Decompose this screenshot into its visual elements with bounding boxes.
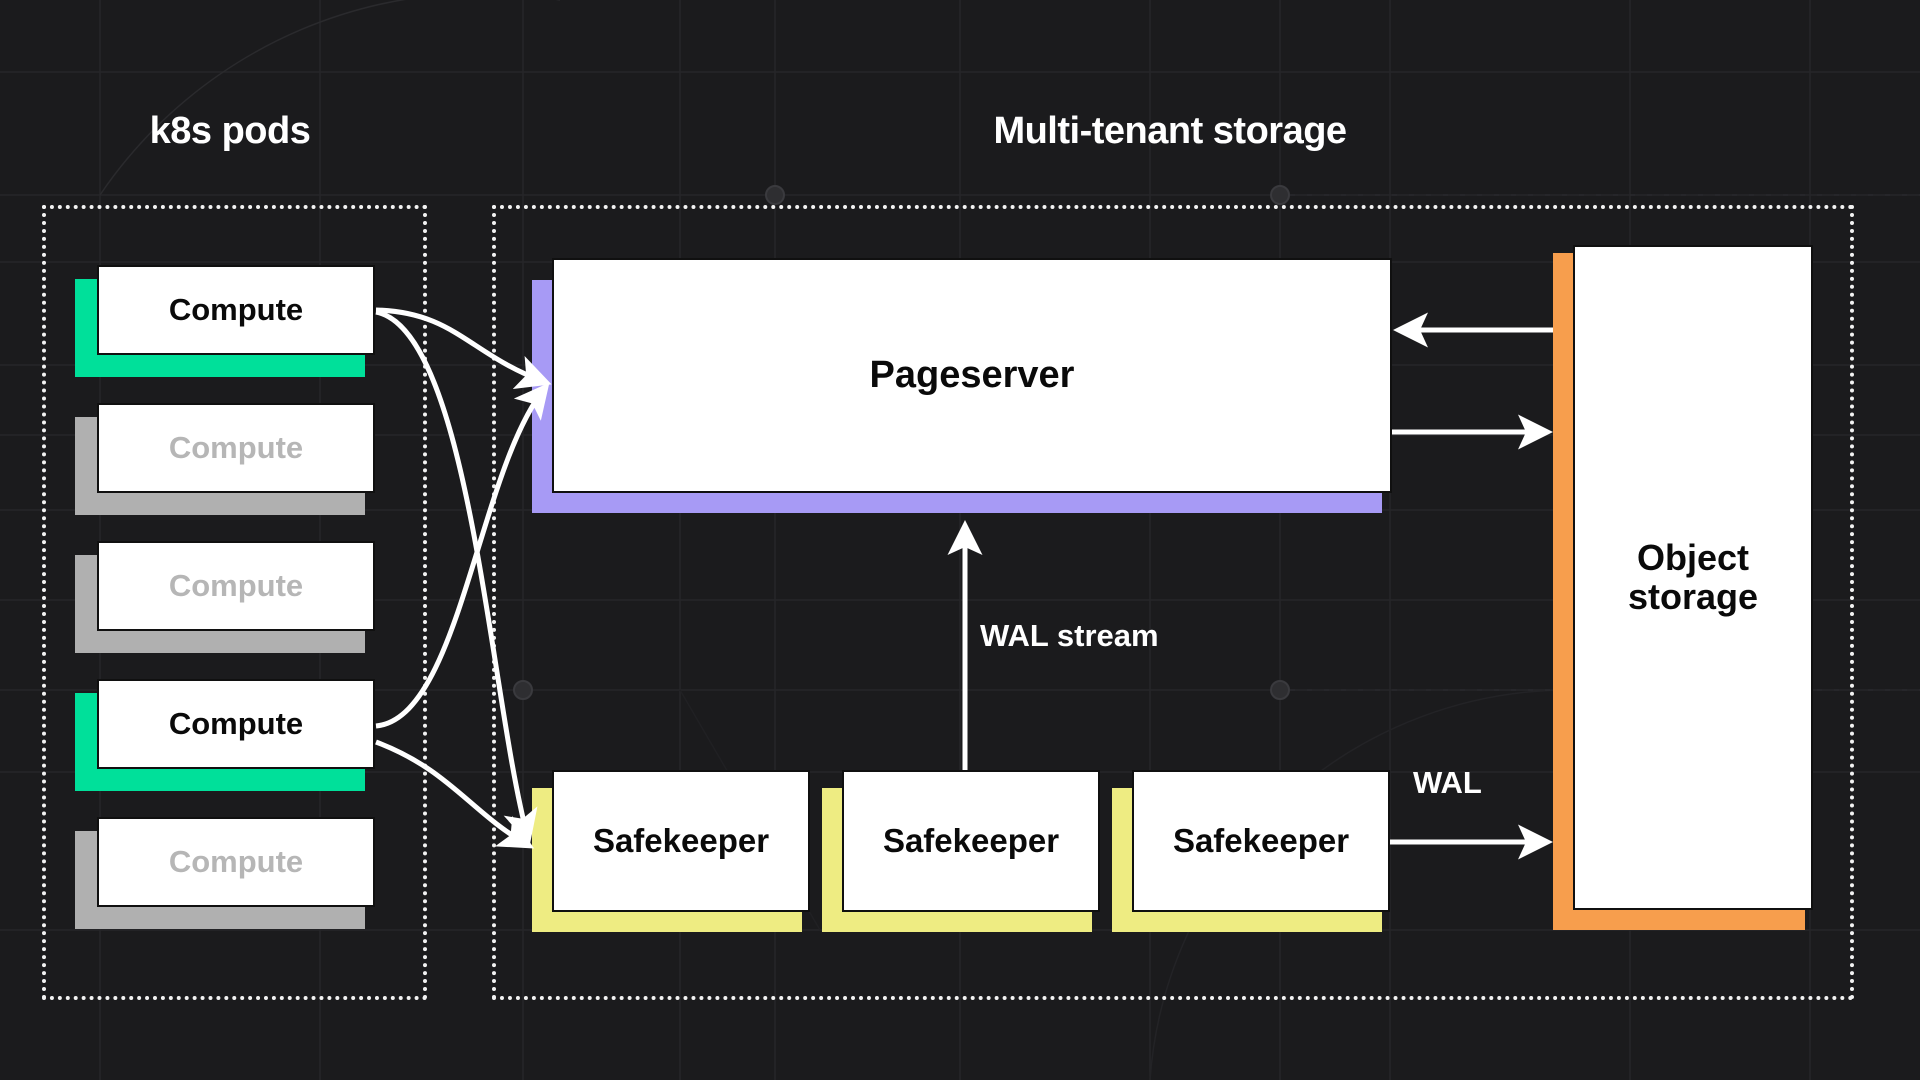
pageserver-face: Pageserver xyxy=(552,258,1392,493)
edge-label-wal: WAL xyxy=(1413,765,1482,800)
safekeeper-face: Safekeeper xyxy=(552,770,810,912)
compute-pod-3[interactable]: Compute xyxy=(75,541,375,653)
compute-pod-1[interactable]: Compute xyxy=(75,265,375,377)
pod-accent-left xyxy=(75,831,97,929)
pageserver-node[interactable]: Pageserver xyxy=(532,258,1392,513)
compute-pod-4[interactable]: Compute xyxy=(75,679,375,791)
edge-label-wal-stream: WAL stream xyxy=(980,618,1159,653)
object-storage-accent-left xyxy=(1553,253,1573,930)
safekeeper-node-2[interactable]: Safekeeper xyxy=(822,770,1100,932)
object-storage-accent-bottom xyxy=(1553,910,1805,930)
section-title-k8s-pods: k8s pods xyxy=(149,110,311,152)
safekeeper-node-3[interactable]: Safekeeper xyxy=(1112,770,1390,932)
pageserver-accent-bottom xyxy=(532,493,1382,513)
pod-accent-bottom xyxy=(75,631,365,653)
safekeeper-label: Safekeeper xyxy=(1172,822,1350,860)
compute-pod-5[interactable]: Compute xyxy=(75,817,375,929)
safekeeper-accent-bottom xyxy=(822,912,1092,932)
pod-label: Compute xyxy=(168,568,304,604)
section-title-multi-tenant-storage: Multi-tenant storage xyxy=(993,110,1347,152)
safekeeper-accent-left xyxy=(1112,788,1132,932)
pod-accent-bottom xyxy=(75,907,365,929)
safekeeper-face: Safekeeper xyxy=(1132,770,1390,912)
safekeeper-label: Safekeeper xyxy=(592,822,770,860)
pod-accent-left xyxy=(75,693,97,791)
pod-accent-bottom xyxy=(75,493,365,515)
pageserver-label: Pageserver xyxy=(869,353,1075,396)
safekeeper-accent-bottom xyxy=(1112,912,1382,932)
object-storage-node[interactable]: Object storage xyxy=(1553,245,1813,930)
compute-pod-2[interactable]: Compute xyxy=(75,403,375,515)
pod-label: Compute xyxy=(168,292,304,328)
pod-label: Compute xyxy=(168,706,304,742)
pod-face: Compute xyxy=(97,403,375,493)
object-storage-label: Object storage xyxy=(1627,536,1759,617)
object-storage-face: Object storage xyxy=(1573,245,1813,910)
pod-accent-bottom xyxy=(75,769,365,791)
pageserver-accent-left xyxy=(532,280,552,513)
pod-accent-bottom xyxy=(75,355,365,377)
pod-face: Compute xyxy=(97,541,375,631)
pod-accent-left xyxy=(75,417,97,515)
safekeeper-accent-left xyxy=(822,788,842,932)
pod-face: Compute xyxy=(97,679,375,769)
pod-face: Compute xyxy=(97,265,375,355)
safekeeper-node-1[interactable]: Safekeeper xyxy=(532,770,810,932)
pod-accent-left xyxy=(75,555,97,653)
safekeeper-face: Safekeeper xyxy=(842,770,1100,912)
pod-label: Compute xyxy=(168,844,304,880)
safekeeper-accent-bottom xyxy=(532,912,802,932)
safekeeper-accent-left xyxy=(532,788,552,932)
safekeeper-label: Safekeeper xyxy=(882,822,1060,860)
pod-face: Compute xyxy=(97,817,375,907)
pod-accent-left xyxy=(75,279,97,377)
pod-label: Compute xyxy=(168,430,304,466)
